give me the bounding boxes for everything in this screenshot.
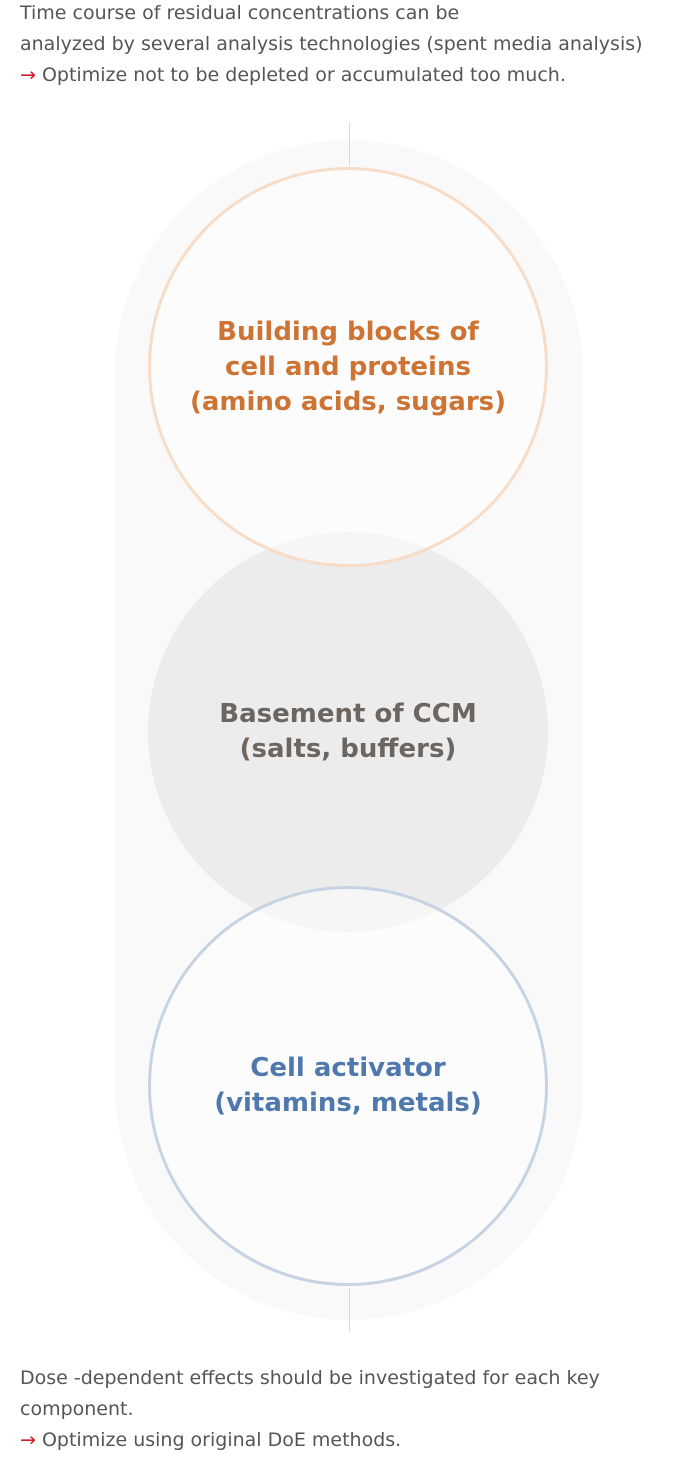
circle-cell-activator-label: Cell activator (vitamins, metals) — [214, 1051, 482, 1121]
circle-basement-label: Basement of CCM (salts, buffers) — [219, 697, 476, 767]
right-arrow-icon: → — [20, 1429, 36, 1451]
connector-line-top — [349, 122, 350, 166]
circle-basement-line-2: (salts, buffers) — [239, 734, 457, 764]
connector-line-bottom — [349, 1288, 350, 1332]
bottom-note: Dose -dependent effects should be invest… — [20, 1363, 692, 1456]
circle-building-blocks-label: Building blocks of cell and proteins (am… — [190, 315, 506, 420]
circle-cell-activator: Cell activator (vitamins, metals) — [148, 886, 548, 1286]
top-note-conclusion: Optimize not to be depleted or accumulat… — [35, 64, 566, 86]
top-note-line-2: analyzed by several analysis technologie… — [20, 33, 643, 55]
bottom-note-line-3: → Optimize using original DoE methods. — [20, 1425, 692, 1456]
circle-cell-activator-line-1: Cell activator — [250, 1053, 446, 1083]
bottom-note-conclusion: Optimize using original DoE methods. — [35, 1429, 402, 1451]
circle-building-blocks-line-1: Building blocks of — [217, 316, 479, 347]
top-note-line-3: → Optimize not to be depleted or accumul… — [20, 60, 692, 91]
top-note-line-1: Time course of residual concentrations c… — [20, 2, 460, 24]
circle-cell-activator-line-2: (vitamins, metals) — [214, 1088, 482, 1118]
bottom-note-line-1: Dose -dependent effects should be invest… — [20, 1367, 600, 1389]
circle-basement-line-1: Basement of CCM — [219, 699, 477, 729]
right-arrow-icon: → — [20, 64, 36, 86]
circle-building-blocks: Building blocks of cell and proteins (am… — [148, 167, 548, 567]
circle-basement: Basement of CCM (salts, buffers) — [148, 532, 548, 932]
bottom-note-line-2: component. — [20, 1398, 134, 1420]
top-note: Time course of residual concentrations c… — [20, 0, 692, 91]
circle-building-blocks-line-2: cell and proteins — [225, 351, 471, 382]
circle-building-blocks-line-3: (amino acids, sugars) — [189, 386, 507, 417]
